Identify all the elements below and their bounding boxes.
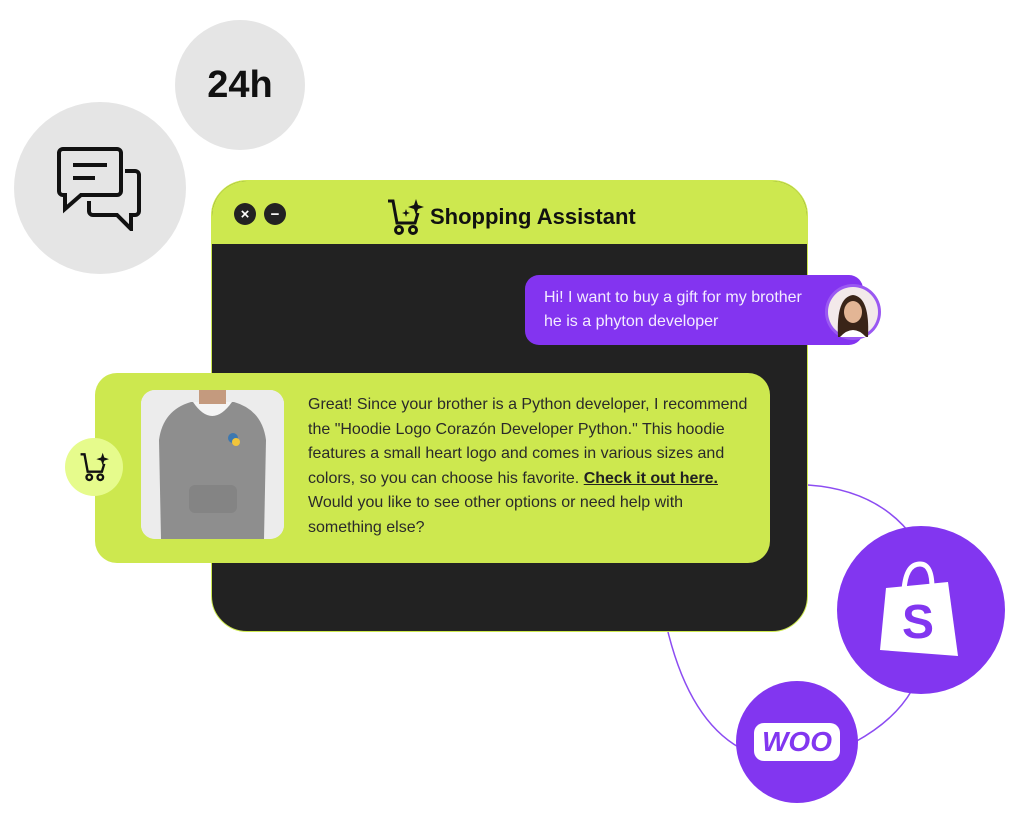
window-header: × − Shopping Assistant <box>212 181 807 244</box>
woocommerce-icon: WOO <box>754 723 840 761</box>
product-link[interactable]: Check it out here. <box>583 469 718 487</box>
user-message: Hi! I want to buy a gift for my brother … <box>525 275 863 345</box>
message-text: Would you like to see other options or n… <box>308 494 684 536</box>
svg-text:S: S <box>902 596 934 649</box>
close-button[interactable]: × <box>234 203 256 225</box>
shopify-icon: S <box>880 561 958 656</box>
chat-badge <box>14 102 186 274</box>
assistant-message-text: Great! Since your brother is a Python de… <box>308 393 758 540</box>
shopify-badge: S <box>837 526 1005 694</box>
minimize-button[interactable]: − <box>264 203 286 225</box>
assistant-avatar <box>65 438 123 496</box>
woocommerce-badge: WOO <box>736 681 858 803</box>
product-image-hoodie[interactable] <box>141 390 284 539</box>
cart-sparkle-icon <box>80 452 109 482</box>
24h-badge: 24h <box>175 20 305 150</box>
message-text: Great! Since your brother is a Python de… <box>308 396 748 487</box>
user-avatar <box>825 284 881 340</box>
cart-sparkle-icon <box>388 199 424 235</box>
window-title: Shopping Assistant <box>430 204 636 229</box>
chat-bubbles-icon <box>57 147 141 231</box>
